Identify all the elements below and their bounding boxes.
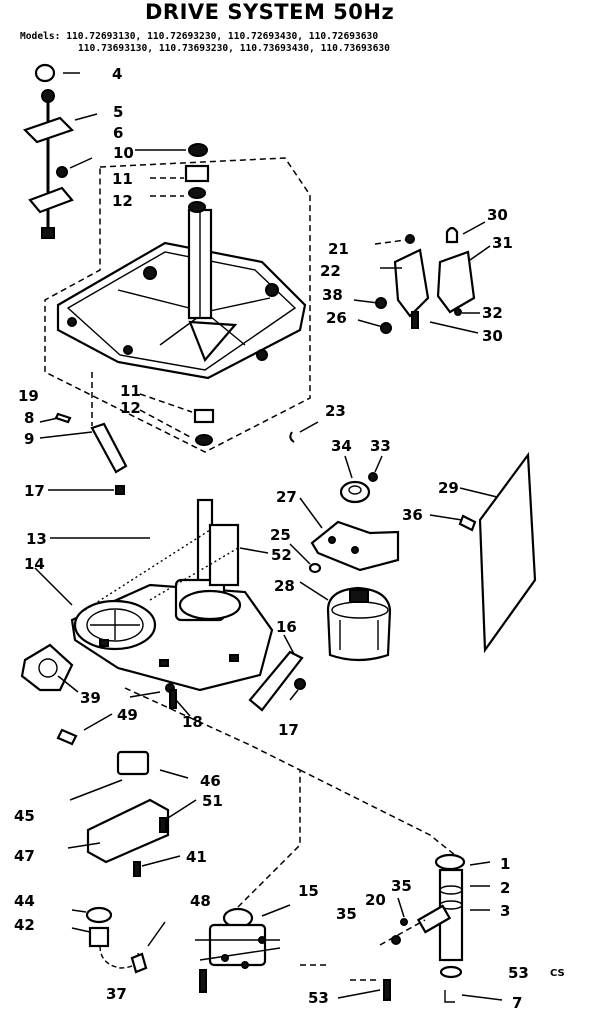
part-bearing-set-upper [135,143,210,213]
callout-5: 5 [113,103,123,121]
part-pump-39 [20,643,79,693]
callout-9: 9 [24,430,34,448]
part-clip-23 [289,421,319,443]
callout-32: 32 [482,304,503,322]
part-hose-fitting-1-2-3 [434,853,503,1003]
callout-1: 1 [500,855,510,873]
callout-49: 49 [117,706,138,724]
part-elbow-20-35 [379,897,452,946]
callout-27: 27 [276,488,297,506]
callout-4: 4 [112,65,122,83]
callout-23: 23 [325,402,346,420]
part-motor-bracket-27 [299,497,400,572]
callout-38: 38 [322,286,343,304]
callout-16: 16 [276,618,297,636]
callout-25: 25 [270,526,291,544]
callout-46: 46 [200,772,221,790]
callout-48: 48 [190,892,211,910]
part-nut-34-33 [339,455,383,504]
callout-51: 51 [202,792,223,810]
callout-31: 31 [492,234,513,252]
models-line-2: 110.73693130, 110.73693230, 110.73693430… [78,43,390,54]
callout-35-upper: 35 [391,877,412,895]
callout-30-upper: 30 [487,206,508,224]
callout-8: 8 [24,409,34,427]
callout-22: 22 [320,262,341,280]
part-cover-29 [429,451,537,654]
hose-routing [124,687,456,931]
part-switch-brackets [353,221,491,334]
callout-6: 6 [113,124,123,142]
part-fitting-44-42-37 [71,906,166,974]
callout-14: 14 [24,555,45,573]
callout-47: 47 [14,847,35,865]
assembly-enclosure-dashed [44,157,311,453]
callout-cs: CS [550,968,565,979]
part-motor-28 [299,581,392,662]
callout-10: 10 [113,144,134,162]
callout-17-upper: 17 [24,482,45,500]
callout-15: 15 [298,882,319,900]
callout-18: 18 [182,713,203,731]
part-brace-16 [248,634,306,712]
callout-28: 28 [274,577,295,595]
part-ring-4 [34,63,80,83]
part-switch-46-bracket-47 [67,750,197,877]
callout-11-upper: 11 [112,170,133,188]
callout-30-lower: 30 [482,327,503,345]
callout-53-bottom: 53 [308,989,329,1007]
part-agitator-shaft-assembly [22,89,98,239]
callout-12-upper: 12 [112,192,133,210]
callout-26: 26 [326,309,347,327]
part-bearing-set-lower [91,372,215,446]
part-clip-25 [289,543,322,574]
part-screws-49-18 [56,689,191,746]
callout-34: 34 [331,437,352,455]
callout-42: 42 [14,916,35,934]
callout-20: 20 [365,891,386,909]
part-transmission-assembly [34,498,274,693]
callout-3: 3 [500,902,510,920]
callout-44: 44 [14,892,35,910]
callout-19: 19 [18,387,39,405]
callout-37: 37 [106,985,127,1003]
callout-13: 13 [26,530,47,548]
callout-39: 39 [80,689,101,707]
part-clamp-53 [300,964,391,1001]
callout-29: 29 [438,479,459,497]
part-pump-15 [195,904,291,993]
callout-7: 7 [512,994,522,1012]
part-base-plate [56,208,307,380]
callout-labels: 4 5 6 10 11 12 30 31 21 22 38 26 32 30 1… [14,65,565,1012]
callout-53-right: 53 [508,964,529,982]
callout-36: 36 [402,506,423,524]
callout-12-lower: 12 [120,399,141,417]
callout-33: 33 [370,437,391,455]
callout-52: 52 [271,546,292,564]
models-line-1: Models: 110.72693130, 110.72693230, 110.… [20,31,379,42]
callout-41: 41 [186,848,207,866]
page-title: DRIVE SYSTEM 50Hz [145,0,395,24]
part-brace-8-9 [39,412,128,495]
callout-11-lower: 11 [120,382,141,400]
callout-17-lower: 17 [278,721,299,739]
callout-21: 21 [328,240,349,258]
callout-2: 2 [500,879,510,897]
callout-35-lower: 35 [336,905,357,923]
callout-45: 45 [14,807,35,825]
